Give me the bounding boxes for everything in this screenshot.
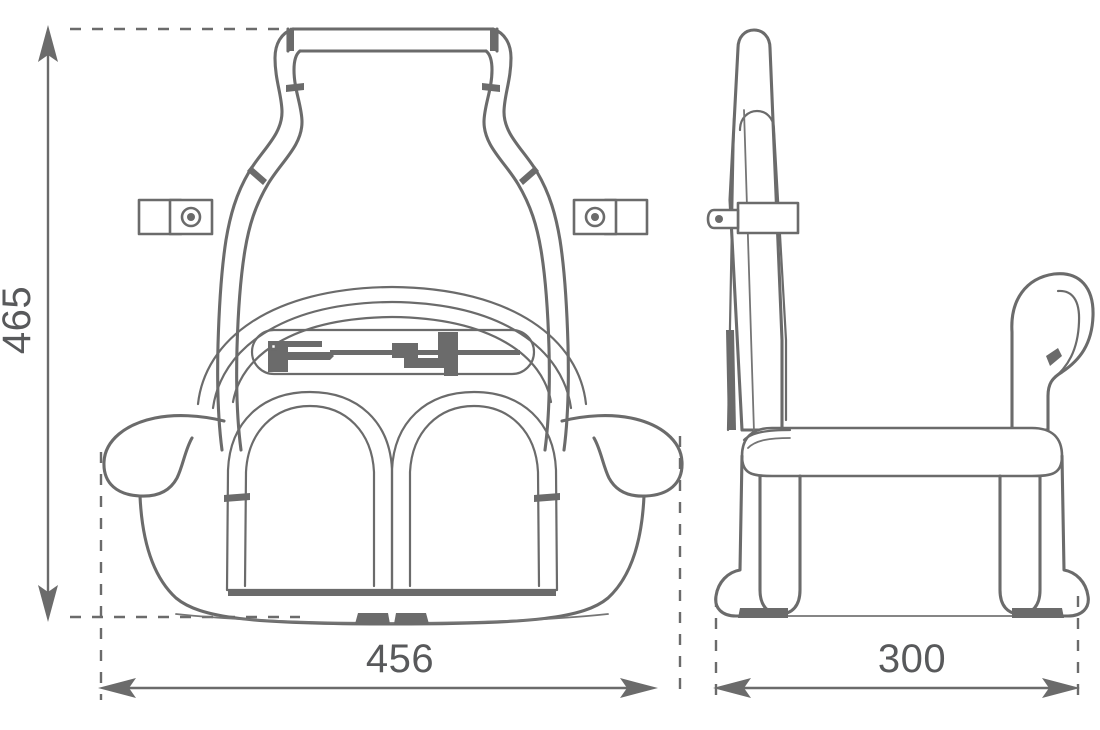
left-mount-bracket bbox=[137, 198, 214, 236]
base-foot-left bbox=[355, 613, 390, 624]
arrow-right-icon bbox=[620, 678, 658, 698]
right-opening-bottom-bar bbox=[392, 589, 556, 596]
buckle-left-tongue bbox=[268, 341, 334, 370]
dimension-height-465: 465 bbox=[0, 25, 300, 622]
armrest-hook-outer bbox=[1010, 272, 1095, 432]
left-leg-opening-outer bbox=[225, 390, 394, 592]
backrest-inner-profile bbox=[738, 109, 788, 422]
rear-leg bbox=[998, 474, 1042, 616]
backrest-frame-outer-right bbox=[491, 27, 570, 452]
arrow-down-icon bbox=[38, 585, 58, 622]
cushion-tuck-line-2 bbox=[747, 437, 791, 449]
right-opening-seam bbox=[534, 493, 560, 502]
base-foot-right bbox=[394, 613, 429, 624]
side-mount-bracket bbox=[706, 201, 800, 235]
backrest-outer-profile bbox=[728, 28, 784, 432]
arrow-left-icon bbox=[98, 678, 136, 698]
buckle-strap bbox=[330, 350, 520, 355]
side-base-foot-front bbox=[738, 608, 788, 618]
dimension-depth-300: 300 bbox=[713, 596, 1080, 700]
side-view bbox=[706, 28, 1095, 618]
front-leg bbox=[758, 474, 802, 616]
right-mount-bracket bbox=[572, 198, 649, 236]
circle-pivot-icon bbox=[715, 215, 723, 223]
seat-base-bottom-edge bbox=[175, 613, 609, 624]
front-view bbox=[102, 27, 684, 626]
seat-cushion bbox=[740, 426, 1064, 478]
left-armrest bbox=[102, 414, 226, 498]
width-dimension-label: 456 bbox=[366, 637, 434, 681]
harness-buckle bbox=[250, 328, 536, 376]
buckle-slot-outline bbox=[250, 328, 536, 376]
buckle-left-pin bbox=[269, 342, 278, 351]
height-dimension-label: 465 bbox=[0, 286, 39, 354]
right-bracket-pivot-center bbox=[591, 213, 599, 221]
arrow-left-icon bbox=[713, 678, 751, 698]
left-bracket-pivot-center bbox=[187, 213, 195, 221]
backrest-frame-inner-right bbox=[482, 49, 551, 452]
backrest-frame-outer bbox=[216, 27, 295, 452]
depth-dimension-label: 300 bbox=[878, 637, 946, 681]
right-armrest bbox=[560, 414, 684, 498]
side-base-shell-left bbox=[714, 454, 754, 618]
cushion-tuck-line bbox=[742, 428, 792, 442]
dimension-width-456: 456 bbox=[98, 436, 682, 700]
armrest-hook-inner bbox=[1050, 289, 1081, 382]
frame-joint-low-right bbox=[519, 166, 539, 185]
left-leg-opening-inner bbox=[243, 404, 376, 588]
frame-joint-mid-left bbox=[286, 83, 304, 92]
backrest-rear-edge bbox=[743, 109, 755, 433]
frame-joint-low-left bbox=[247, 166, 267, 185]
side-base-shell-right bbox=[1050, 454, 1090, 618]
arrow-up-icon bbox=[38, 25, 58, 62]
frame-joint-top-right bbox=[490, 29, 496, 51]
frame-joint-top-left bbox=[288, 29, 294, 51]
seat-base-shell bbox=[138, 494, 646, 626]
arrow-right-icon bbox=[1042, 678, 1080, 698]
right-leg-opening-outer bbox=[390, 390, 559, 592]
frame-joint-mid-right bbox=[482, 83, 500, 92]
side-base-foot-rear bbox=[1012, 608, 1064, 618]
seat-pad-second-arc bbox=[211, 300, 573, 410]
right-leg-opening-inner bbox=[408, 404, 541, 588]
backrest-frame-inner-left bbox=[235, 49, 304, 452]
left-opening-seam bbox=[224, 493, 250, 502]
armrest-hook-seam bbox=[1046, 348, 1062, 366]
seat-pad-outer-arc bbox=[196, 285, 588, 406]
backrest-shadow-strip bbox=[726, 330, 736, 430]
side-bracket-plate bbox=[736, 201, 800, 235]
left-opening-bottom-bar bbox=[228, 589, 392, 596]
buckle-right-body bbox=[392, 332, 458, 376]
